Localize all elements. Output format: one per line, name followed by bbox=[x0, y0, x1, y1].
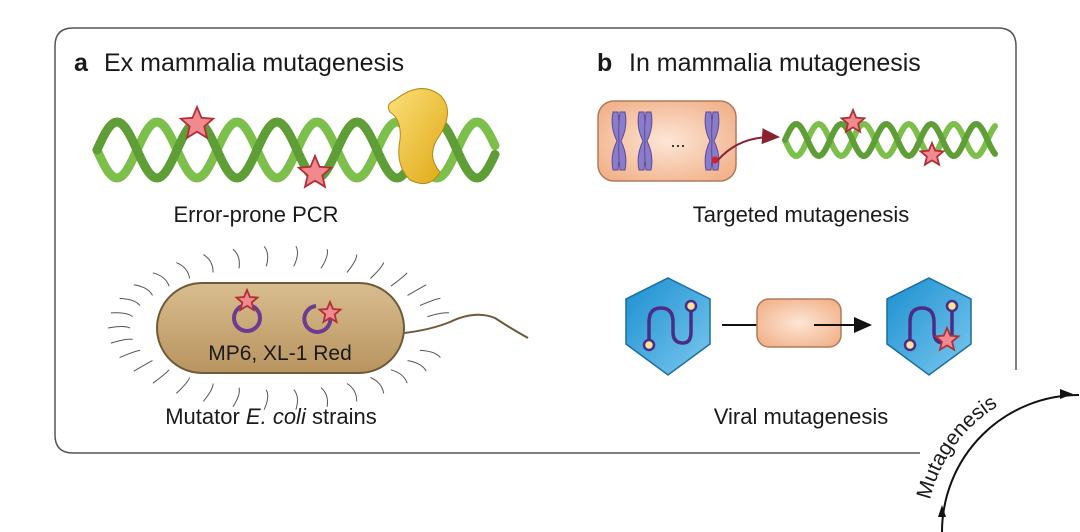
cycle-arc bbox=[941, 394, 1080, 532]
pilus bbox=[263, 245, 269, 267]
mutation-star-icons bbox=[933, 325, 961, 352]
pilus bbox=[133, 284, 153, 296]
mutator-ecoli-label: Mutator E. coli strains bbox=[165, 404, 377, 429]
pilus bbox=[110, 338, 133, 344]
pilus bbox=[133, 360, 153, 372]
dna-strand bbox=[782, 120, 998, 160]
pilus bbox=[232, 387, 240, 408]
pilus bbox=[202, 383, 214, 402]
virus-capsid-icon bbox=[625, 277, 711, 376]
star-icon bbox=[933, 325, 961, 352]
panel-frame bbox=[54, 27, 1017, 454]
pilus bbox=[293, 246, 298, 267]
dna-helix-icon bbox=[782, 120, 998, 160]
pilus bbox=[427, 312, 450, 318]
pilus bbox=[407, 360, 427, 372]
pilus bbox=[176, 262, 191, 279]
pilus bbox=[232, 248, 240, 269]
pilus bbox=[370, 262, 385, 279]
pilus bbox=[419, 349, 441, 358]
chromosome-icons bbox=[611, 111, 720, 171]
pilus bbox=[152, 369, 170, 384]
pilus bbox=[419, 297, 441, 307]
pilus bbox=[119, 297, 141, 306]
chromosome-icon bbox=[644, 111, 653, 171]
pilus bbox=[263, 389, 269, 410]
pilus bbox=[152, 272, 170, 287]
host-cell-icon bbox=[756, 298, 842, 348]
pilus bbox=[175, 377, 191, 394]
arrow-icon bbox=[938, 505, 946, 517]
star-icon bbox=[317, 299, 343, 324]
flagellum-icon bbox=[403, 313, 529, 339]
dna-strand bbox=[782, 120, 998, 160]
star-icon bbox=[839, 107, 867, 134]
pilus bbox=[407, 284, 427, 296]
mutation-star-icons bbox=[178, 104, 334, 189]
cycle-mutagenesis-label: Mutagenesis bbox=[912, 391, 1000, 502]
panel-b-title: In mammalia mutagenesis bbox=[629, 49, 921, 77]
error-prone-pcr-label: Error-prone PCR bbox=[173, 202, 338, 227]
ecoli-strain-text: MP6, XL-1 Red bbox=[208, 342, 352, 365]
mutation-star-icons bbox=[234, 287, 343, 324]
mutated-virus-capsid-icon bbox=[886, 277, 972, 376]
ecoli-bacterium-icon bbox=[156, 282, 405, 374]
panel-a-letter: a bbox=[74, 49, 89, 77]
pilus bbox=[110, 312, 133, 318]
star-icon bbox=[918, 140, 946, 167]
panel-b-letter: b bbox=[597, 49, 612, 77]
chromosome-ellipsis: ... bbox=[670, 131, 685, 151]
pilus bbox=[346, 254, 358, 273]
pilus bbox=[320, 248, 328, 269]
targeted-mutagenesis-label: Targeted mutagenesis bbox=[693, 202, 909, 227]
pilus bbox=[119, 349, 141, 359]
pilus bbox=[390, 369, 408, 384]
pilus bbox=[107, 326, 131, 329]
arrow-icon bbox=[1060, 389, 1073, 399]
star-icon bbox=[296, 153, 334, 189]
pilus bbox=[346, 383, 358, 402]
chromosome-icon bbox=[711, 111, 720, 171]
pilus bbox=[370, 377, 385, 394]
pilus bbox=[203, 254, 214, 273]
star-icon bbox=[234, 287, 260, 312]
chromosome-icon bbox=[618, 111, 627, 171]
pili-icon bbox=[107, 245, 450, 410]
target-locus-icon bbox=[711, 156, 719, 164]
pilus bbox=[293, 389, 298, 410]
polymerase-icon bbox=[387, 88, 448, 185]
mutation-star-icons bbox=[839, 107, 946, 167]
panel-a-title: Ex mammalia mutagenesis bbox=[104, 49, 404, 77]
star-icon bbox=[178, 104, 216, 140]
viral-genome-icon bbox=[647, 306, 693, 345]
mammalian-cell-icon bbox=[597, 100, 737, 182]
arrow-icon bbox=[717, 128, 780, 161]
viral-mutagenesis-label: Viral mutagenesis bbox=[714, 404, 888, 429]
plasmid-icon bbox=[302, 304, 333, 334]
pilus bbox=[320, 387, 328, 407]
pilus bbox=[390, 272, 408, 287]
